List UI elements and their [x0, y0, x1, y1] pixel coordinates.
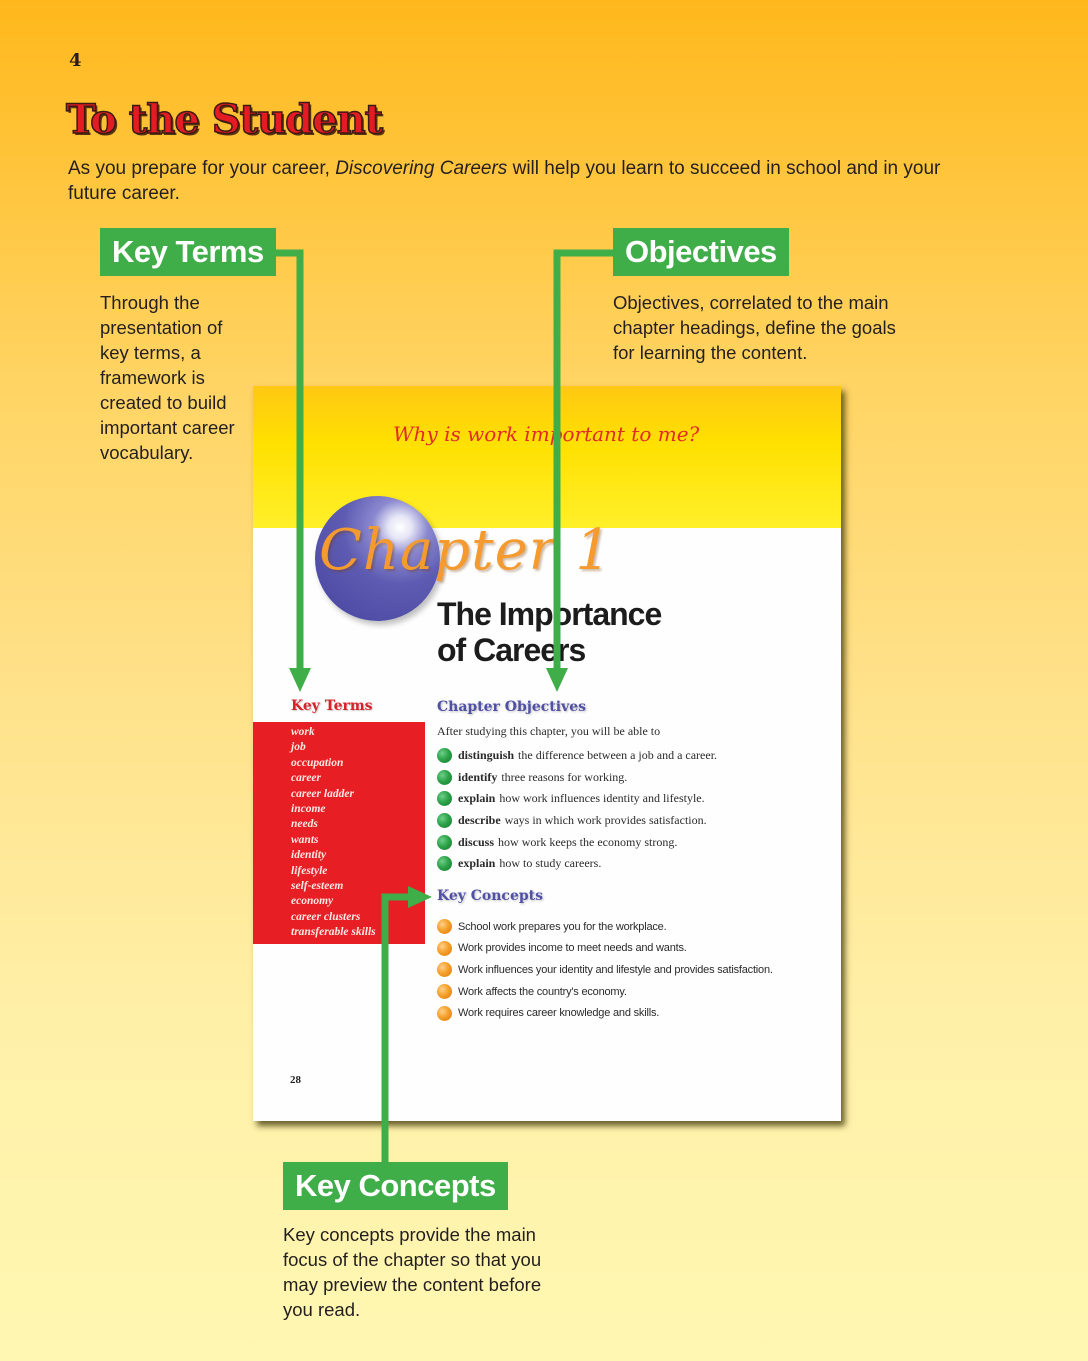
key-concept-text: Work provides income to meet needs and w… [458, 942, 687, 955]
green-bullet-icon [437, 769, 452, 785]
sample-chapter-page: Why is work important to me? Chapter 1 T… [253, 386, 841, 1121]
objective-verb: describe [458, 813, 501, 828]
key-concepts-heading: Key Concepts [437, 888, 544, 904]
key-term: career clusters [291, 910, 361, 923]
key-concept-text: Work affects the country's economy. [458, 985, 627, 998]
green-bullet-icon [437, 748, 452, 764]
key-term: job [291, 741, 306, 754]
objectives-intro: After studying this chapter, you will be… [437, 724, 661, 738]
chapter-title-line2: of Careers [437, 632, 586, 668]
orange-bullet-icon [437, 1005, 452, 1021]
objective-text: the difference between a job and a caree… [518, 748, 718, 763]
green-bullet-icon [437, 856, 452, 872]
page-title: To the Student [65, 95, 384, 144]
orange-bullet-icon [437, 919, 452, 935]
key-term: needs [291, 818, 318, 831]
key-terms-description: Through the presentation of key terms, a… [100, 292, 235, 463]
key-terms-list: work job occupation career career ladder… [253, 722, 425, 941]
inner-page-number: 28 [290, 1074, 301, 1086]
key-term: wants [291, 833, 319, 846]
objective-verb: explain [458, 791, 496, 806]
key-term: income [291, 803, 326, 816]
intro-text: As you prepare for your career, [68, 158, 336, 179]
key-term: career ladder [291, 787, 354, 800]
intro-text-end: will help you learn to succeed in school… [68, 158, 941, 204]
key-terms-box: work job occupation career career ladder… [253, 722, 425, 944]
key-term: work [291, 726, 315, 738]
key-concept-item: School work prepares you for the workpla… [437, 916, 773, 938]
chapter-title: The Importance of Careers [437, 596, 662, 668]
objective-verb: identify [458, 769, 498, 784]
key-term: self-esteem [291, 880, 344, 893]
key-terms-label: Key Terms [100, 228, 276, 276]
objective-text: how work keeps the economy strong. [498, 834, 678, 849]
key-term: transferable skills [291, 926, 376, 939]
chapter-sphere-graphic [315, 496, 440, 621]
chapter-question: Why is work important to me? [393, 422, 700, 446]
key-term: occupation [291, 756, 344, 769]
chapter-objectives-heading: Chapter Objectives [437, 699, 586, 715]
key-concept-text: Work influences your identity and lifest… [458, 963, 773, 976]
key-concept-text: School work prepares you for the workpla… [458, 920, 667, 933]
objective-verb: discuss [458, 834, 495, 849]
key-term: lifestyle [291, 864, 328, 877]
key-concept-item: Work affects the country's economy. [437, 981, 773, 1003]
orange-bullet-icon [437, 940, 452, 956]
orange-bullet-icon [437, 984, 452, 1000]
key-concept-item: Work influences your identity and lifest… [437, 959, 773, 981]
page-number: 4 [69, 50, 82, 71]
objectives-description: Objectives, correlated to the main chapt… [613, 292, 896, 363]
intro-paragraph: As you prepare for your career, Discover… [68, 156, 988, 206]
key-terms-heading: Key Terms [291, 698, 373, 714]
green-bullet-icon [437, 834, 452, 850]
green-bullet-icon [437, 813, 452, 829]
objective-text: ways in which work provides satisfaction… [504, 813, 707, 828]
objective-verb: distinguish [458, 748, 515, 763]
key-concepts-description: Key concepts provide the main focus of t… [283, 1224, 542, 1320]
objective-verb: explain [458, 856, 496, 871]
key-concept-item: Work provides income to meet needs and w… [437, 938, 773, 960]
key-term: economy [291, 895, 334, 908]
key-term: career [291, 772, 322, 785]
objective-text: three reasons for working. [501, 769, 628, 784]
key-concept-text: Work requires career knowledge and skill… [458, 1007, 660, 1020]
objective-text: how work influences identity and lifesty… [499, 791, 705, 806]
chapter-number: Chapter 1 [319, 518, 612, 583]
chapter-title-line1: The Importance [437, 596, 662, 632]
objectives-label: Objectives [613, 228, 789, 276]
orange-bullet-icon [437, 962, 452, 978]
key-concepts-list: School work prepares you for the workpla… [437, 916, 773, 1024]
key-concepts-label: Key Concepts [283, 1162, 508, 1210]
key-term: identity [291, 849, 327, 862]
book-title: Discovering Careers [335, 158, 508, 179]
key-concept-item: Work requires career knowledge and skill… [437, 1002, 773, 1024]
objective-text: how to study careers. [499, 856, 602, 871]
green-bullet-icon [437, 791, 452, 807]
